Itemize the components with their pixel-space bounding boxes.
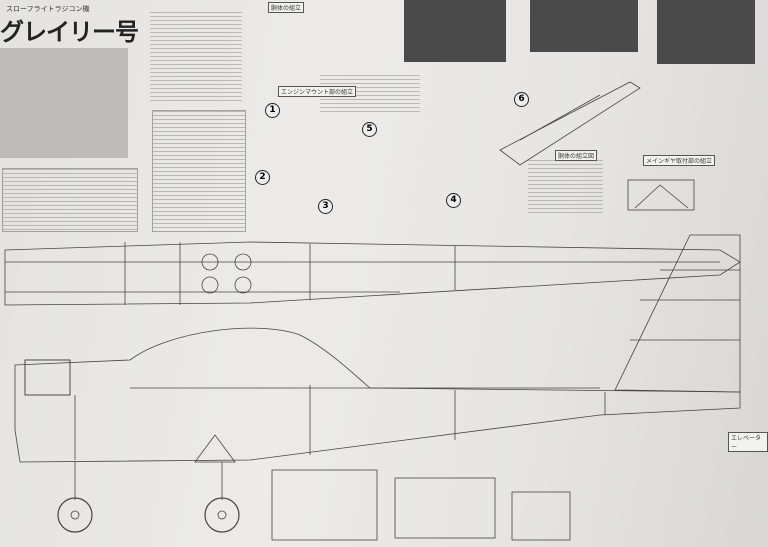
label-fuselage-drawing: 胴体の組立図 — [555, 150, 598, 161]
step-3: 3 — [318, 199, 333, 214]
label-main-gear: メインギヤ取付部の組立 — [643, 155, 716, 166]
parts-photo — [530, 0, 638, 52]
former-drawings — [271, 179, 695, 541]
step-5: 5 — [362, 122, 377, 137]
plan-subtitle: スローフライトラジコン機 — [6, 5, 90, 13]
landing-gear — [57, 462, 240, 533]
step-1: 1 — [265, 103, 280, 118]
materials-table — [152, 110, 246, 232]
parts-list — [2, 168, 138, 232]
tail-fin — [614, 234, 741, 393]
fuselage-top-view — [4, 241, 741, 306]
label-engine-mount: エンジンマウント部の組立 — [278, 86, 357, 97]
step-2: 2 — [255, 170, 270, 185]
nose-photo — [657, 0, 755, 64]
fuselage-3d-view — [499, 81, 641, 166]
airplane-photo — [0, 48, 128, 158]
step-4: 4 — [446, 193, 461, 208]
label-fuselage-assembly: 胴体の組立 — [268, 2, 305, 13]
plan-title: グレイリー号 — [0, 18, 139, 46]
fuselage-photo — [404, 0, 506, 62]
label-elevator: エレベーター — [728, 432, 768, 452]
step-6: 6 — [514, 92, 529, 107]
assembly-order — [528, 160, 603, 215]
instructions-text — [150, 12, 242, 102]
fuselage-side-view — [14, 327, 741, 463]
